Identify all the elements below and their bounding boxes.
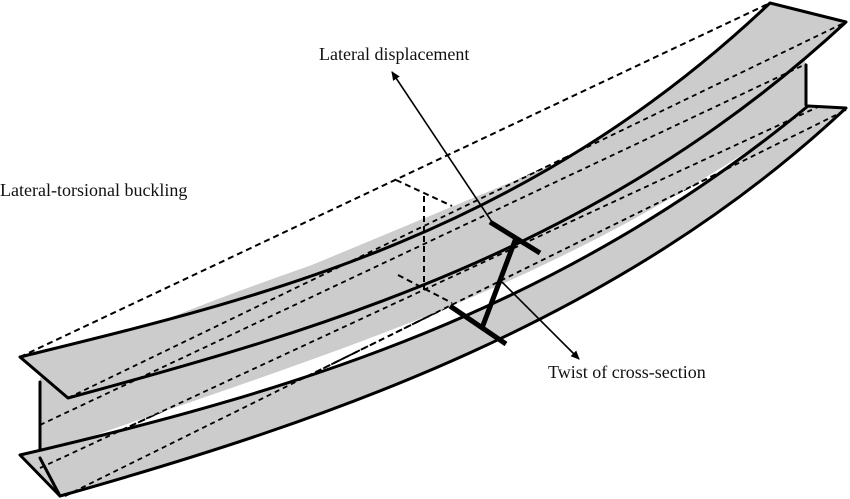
top-flange bbox=[20, 3, 846, 398]
lateral-displacement-arrow bbox=[391, 71, 493, 223]
undeformed-web-lines bbox=[39, 21, 847, 497]
label-lateral-displacement: Lateral displacement bbox=[319, 44, 469, 64]
deformed-beam bbox=[18, 1, 848, 498]
original-cross-section bbox=[395, 179, 453, 304]
deformed-cross-section bbox=[448, 219, 542, 347]
label-twist-of-cross-section: Twist of cross-section bbox=[548, 362, 706, 382]
bottom-flange bbox=[20, 106, 846, 496]
label-lateral-torsional-buckling: Lateral-torsional buckling bbox=[0, 180, 187, 200]
twist-arrow bbox=[501, 281, 580, 360]
